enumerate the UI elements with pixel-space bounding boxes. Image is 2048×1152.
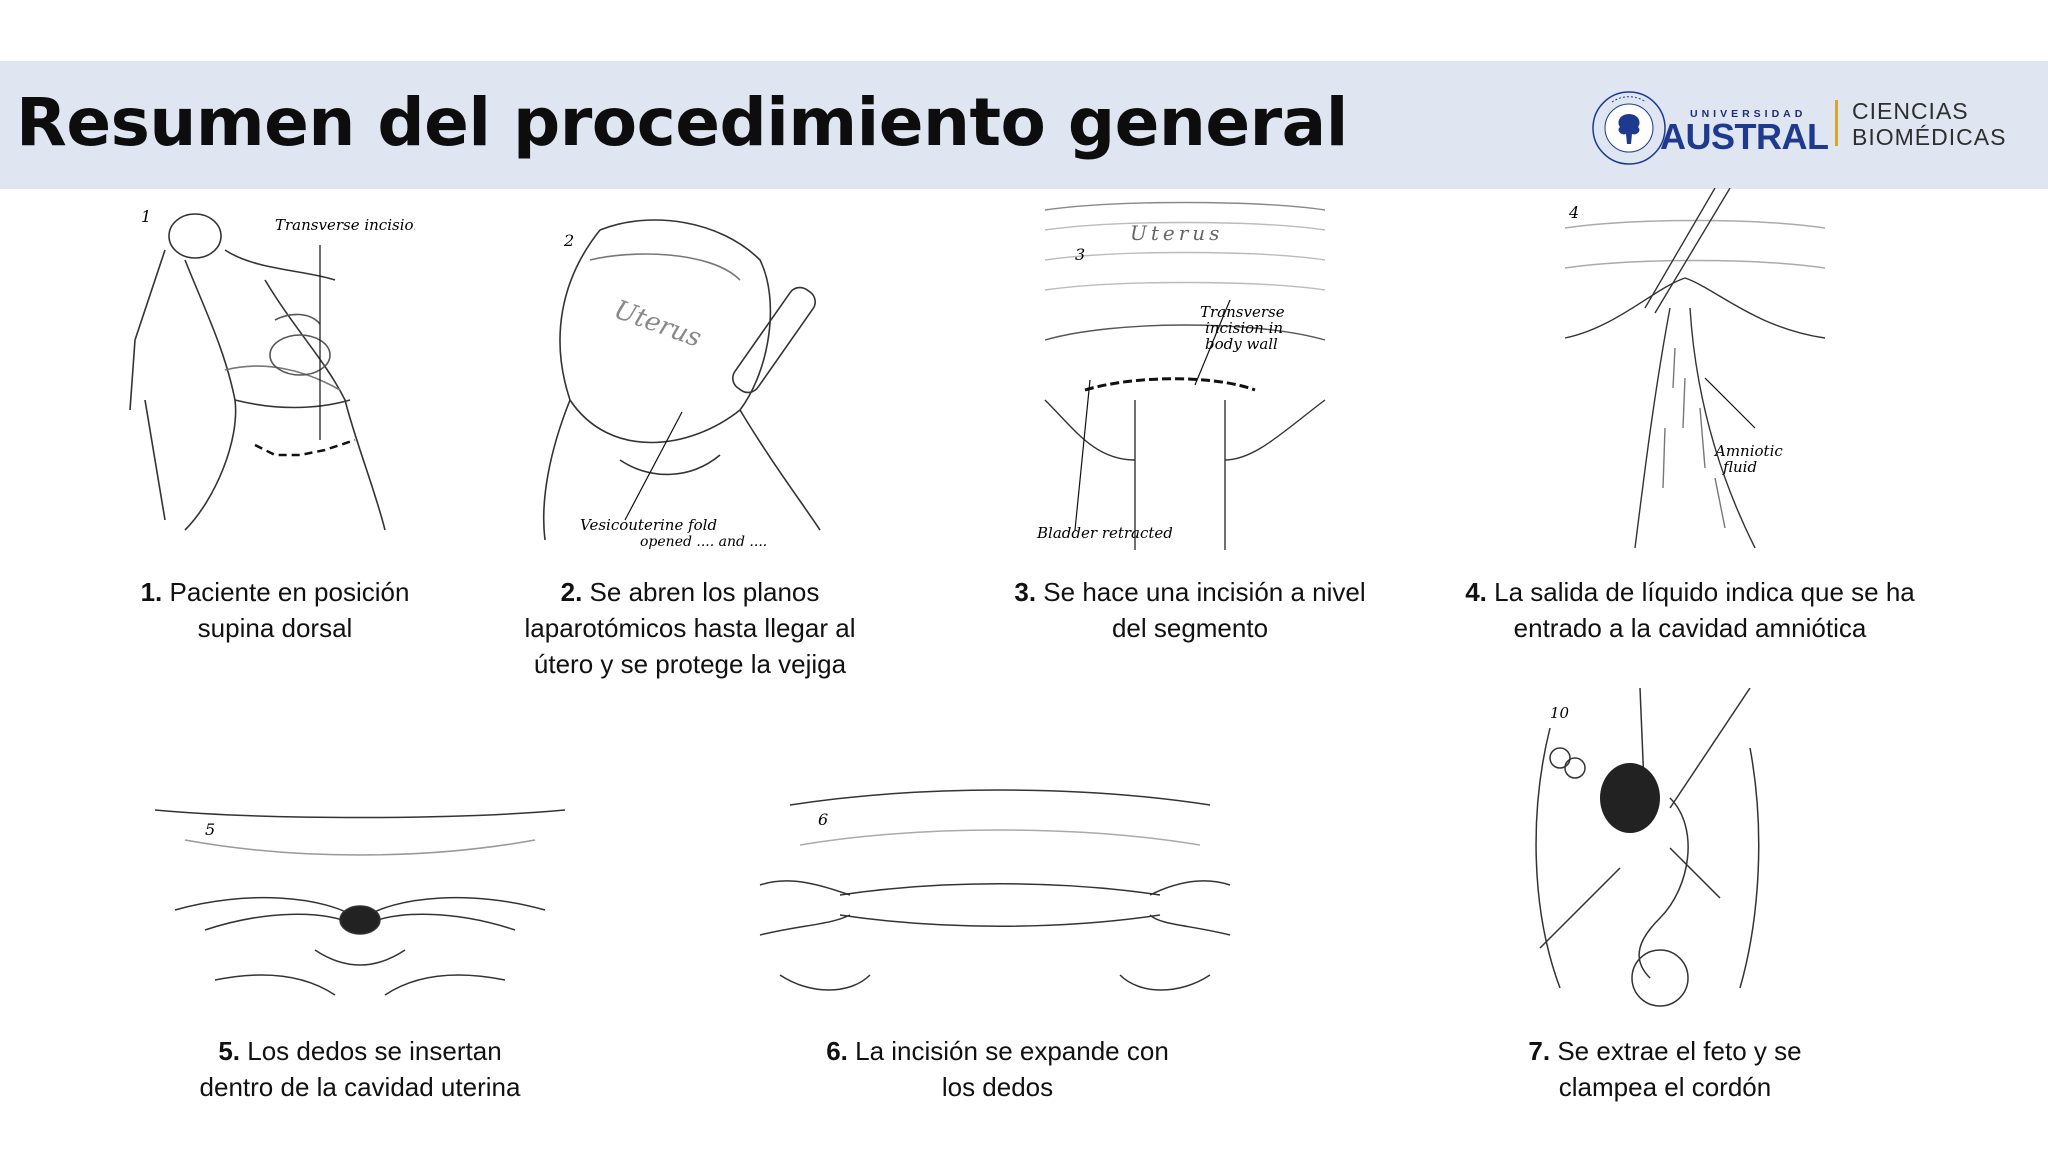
- austral-seal-icon: [1592, 91, 1666, 165]
- logo-name: AUSTRAL: [1660, 116, 1829, 157]
- step-number: 2.: [560, 577, 583, 607]
- step-caption-7: 7. Se extrae el feto y se clampea el cor…: [1500, 1033, 1830, 1105]
- figure-annotation: body wall: [1205, 335, 1278, 353]
- figure-number: 3: [1075, 245, 1085, 264]
- step-text: Se extrae el feto y se clampea el cordón: [1557, 1036, 1802, 1102]
- figure-number: 6: [818, 810, 828, 829]
- figure-number: 1: [141, 207, 151, 226]
- step-caption-6: 6. La incisión se expande con los dedos: [810, 1033, 1185, 1105]
- step-text: Los dedos se insertan dentro de la cavid…: [199, 1036, 521, 1102]
- figure-number: 2: [563, 231, 574, 250]
- figure-number: 4: [1568, 203, 1579, 222]
- logo-university-label: UNIVERSIDAD: [1690, 108, 1807, 120]
- logo-division-line2: BIOMÉDICAS: [1852, 124, 2007, 150]
- illustration-step-1: 1 Transverse incision: [129, 207, 415, 531]
- figure-annotation: incision in: [1205, 319, 1283, 337]
- illustration-step-7: 10: [1535, 688, 1760, 1007]
- figure-annotation: Uterus: [610, 295, 705, 354]
- step-number: 5.: [218, 1036, 241, 1066]
- figure-annotation: fluid: [1722, 458, 1757, 476]
- step-text: La salida de líquido indica que se ha en…: [1494, 577, 1915, 643]
- logo-divider: [1835, 100, 1838, 146]
- step-text: Se abren los planos laparotómicos hasta …: [524, 577, 856, 679]
- illustration-step-5: 5: [154, 809, 566, 996]
- figure-number: 5: [205, 820, 215, 839]
- page-title: Resumen del procedimiento general: [16, 84, 1348, 161]
- step-number: 4.: [1465, 577, 1487, 607]
- figure-annotation: Transverse: [1200, 303, 1285, 321]
- figure-number: 10: [1550, 704, 1570, 722]
- illustration-step-3: 3 Uterus Transverse incision in body wal…: [1036, 201, 1326, 550]
- illustration-step-2: 2 Uterus Vesicouterine fold opened .... …: [542, 219, 821, 550]
- step-number: 1.: [140, 577, 163, 607]
- illustration-step-4: 4 Amniotic fluid: [1564, 188, 1826, 549]
- university-logo: UNIVERSIDAD AUSTRAL CIENCIAS BIOMÉDICAS: [1590, 86, 2020, 170]
- step-text: Paciente en posición supina dorsal: [169, 577, 410, 643]
- step-caption-2: 2. Se abren los planos laparotómicos has…: [500, 574, 880, 682]
- figure-annotation: Transverse incision: [275, 216, 415, 234]
- figure-annotation: Uterus: [1130, 221, 1223, 245]
- step-caption-4: 4. La salida de líquido indica que se ha…: [1455, 574, 1925, 646]
- illustration-step-6: 6: [759, 789, 1231, 991]
- step-caption-3: 3. Se hace una incisión a nivel del segm…: [1010, 574, 1370, 646]
- step-caption-5: 5. Los dedos se insertan dentro de la ca…: [180, 1033, 540, 1105]
- step-caption-1: 1. Paciente en posición supina dorsal: [100, 574, 450, 646]
- step-number: 7.: [1528, 1036, 1551, 1066]
- step-text: La incisión se expande con los dedos: [855, 1036, 1169, 1102]
- figure-annotation: opened .... and ....: [640, 534, 767, 550]
- title-band: [0, 61, 2048, 189]
- figure-annotation: Amniotic: [1713, 442, 1783, 460]
- step-number: 6.: [826, 1036, 848, 1066]
- figure-annotation: Vesicouterine fold: [580, 516, 717, 534]
- figure-annotation: Bladder retracted: [1036, 524, 1173, 542]
- step-text: Se hace una incisión a nivel del segment…: [1043, 577, 1366, 643]
- logo-division-line1: CIENCIAS: [1852, 98, 1969, 124]
- step-number: 3.: [1014, 577, 1037, 607]
